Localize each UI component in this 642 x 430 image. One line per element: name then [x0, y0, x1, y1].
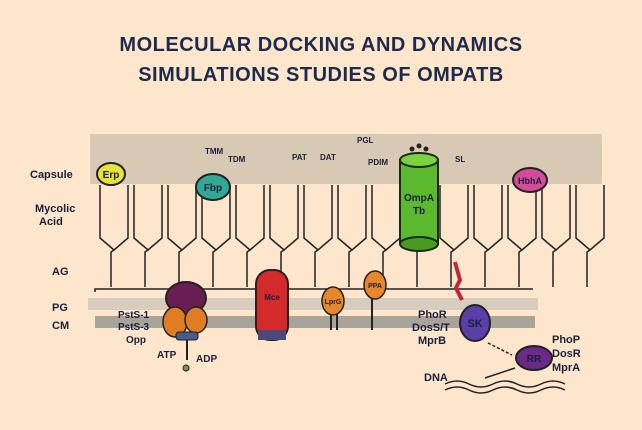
title-line-2: SIMULATIONS STUDIES OF OMPATB	[138, 64, 504, 86]
ag-chain	[212, 249, 217, 287]
cm-label: CM	[52, 320, 69, 332]
mycolic-hairpin	[269, 185, 299, 251]
mpra-label: MprA	[552, 362, 580, 374]
fbp-protein	[195, 173, 231, 201]
tmm-label: TMM	[205, 147, 224, 156]
ag-chain	[586, 249, 591, 287]
mycolic-hairpin	[473, 185, 503, 251]
erp-protein	[96, 162, 126, 186]
ppa-protein	[363, 270, 387, 300]
ag-chain	[246, 249, 251, 287]
adp-label: ADP	[196, 354, 217, 365]
opp-label: Opp	[126, 335, 146, 346]
mycolic-hairpin	[507, 185, 537, 251]
phop-label: PhoP	[552, 334, 580, 346]
mce-label: Mce	[264, 293, 280, 302]
ag-chain	[178, 249, 183, 287]
mce-protein	[255, 269, 289, 341]
mprb-label: MprB	[418, 335, 446, 347]
mycolic-hairpin	[541, 185, 571, 251]
mycolic-hairpin	[133, 185, 163, 251]
ag-chain	[416, 249, 421, 287]
ompatb-label-1: OmpA	[404, 193, 434, 204]
tdm-label: TDM	[228, 155, 246, 164]
arabinogalactan-chains	[94, 249, 591, 292]
mycolic-hairpin	[235, 185, 265, 251]
dosr-label: DosR	[552, 348, 581, 360]
abc-transporter	[162, 281, 208, 372]
ag-chain	[314, 249, 319, 287]
ag-chain	[518, 249, 523, 287]
ppa-label: PPA	[368, 283, 382, 290]
mycolic-hairpin	[371, 185, 401, 251]
ag-chain	[450, 249, 455, 287]
ag-chain	[348, 249, 353, 287]
pat-label: PAT	[292, 153, 307, 162]
dna-label: DNA	[424, 372, 448, 384]
mycolic-hairpin	[303, 185, 333, 251]
dat-label: DAT	[320, 153, 336, 162]
doss-label: DosS/T	[412, 322, 450, 334]
pgl-label: PGL	[357, 136, 374, 145]
sk-protein	[459, 304, 491, 342]
ag-base-chain	[94, 288, 533, 292]
ag-chain	[552, 249, 557, 287]
mycolic-label: Mycolic	[35, 203, 75, 215]
erp-label: Erp	[103, 170, 120, 181]
capsule-label: Capsule	[30, 169, 73, 181]
psts3-label: PstS-3	[118, 322, 150, 333]
lprg-label: LprG	[325, 299, 342, 306]
ompatb-protein	[399, 143, 439, 252]
title-line-1: MOLECULAR DOCKING AND DYNAMICS	[119, 34, 523, 56]
mycolic-hairpin	[337, 185, 367, 251]
ompatb-label-2: Tb	[413, 206, 425, 217]
lprg-protein	[321, 286, 345, 316]
fbp-label: Fbp	[204, 183, 222, 194]
sl-label: SL	[455, 155, 465, 164]
ag-chain	[110, 249, 115, 287]
mycolic-acid-chains	[99, 185, 605, 251]
mycolic-hairpin	[167, 185, 197, 251]
atp-label: ATP	[157, 350, 177, 361]
phor-label: PhoR	[418, 309, 447, 321]
mycolic-hairpin	[575, 185, 605, 251]
rr-protein	[515, 345, 553, 371]
psts1-label: PstS-1	[118, 310, 150, 321]
ag-chain	[484, 249, 489, 287]
mycolic-hairpin	[439, 185, 469, 251]
phospho-arrow	[487, 342, 513, 356]
rr-label: RR	[527, 354, 542, 365]
acid-label: Acid	[39, 216, 63, 228]
hbha-label: HbhA	[518, 176, 542, 186]
dna-strand-1	[444, 380, 566, 388]
dna-binding-arrow	[484, 367, 516, 379]
ag-chain	[144, 249, 149, 287]
pdim-label: PDIM	[368, 158, 388, 167]
ag-label: AG	[52, 266, 69, 278]
sk-label: SK	[467, 318, 482, 330]
mycolic-hairpin	[99, 185, 129, 251]
pg-label: PG	[52, 302, 68, 314]
dna-strand-2	[444, 386, 566, 394]
hbha-protein	[512, 167, 548, 193]
signal-bolt-icon	[453, 261, 464, 301]
